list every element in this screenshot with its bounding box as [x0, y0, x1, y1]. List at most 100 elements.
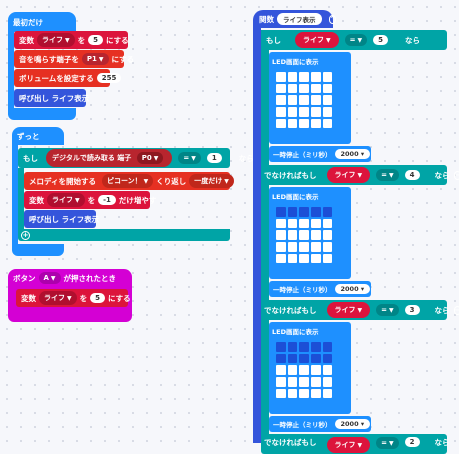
- plus-icon[interactable]: +: [21, 231, 30, 240]
- compare-op-0[interactable]: =▼: [345, 34, 368, 46]
- if-keyword-0: もし: [266, 35, 281, 46]
- pause-block-0[interactable]: 一時停止（ミリ秒） 2000 ▾: [269, 146, 371, 162]
- chevron-down-icon: ▼: [224, 178, 229, 185]
- forever-label: ずっと: [17, 131, 40, 142]
- melody-dropdown-label: ピコーン！: [107, 177, 142, 185]
- read-pin-dropdown[interactable]: P0▼: [137, 152, 164, 164]
- pause-value-0[interactable]: 2000 ▾: [335, 149, 371, 159]
- set-life-block[interactable]: 変数 ライフ▼ を 5 にする: [14, 31, 128, 49]
- var-dropdown[interactable]: ライフ▼: [37, 33, 75, 47]
- change-life-block[interactable]: 変数 ライフ▼ を -1 だけ増やす: [24, 191, 150, 209]
- pause-value-2[interactable]: 2000 ▾: [335, 419, 371, 429]
- if-header-0[interactable]: もし ライフ▼ =▼ 5 なら: [261, 30, 447, 50]
- on-start-hat[interactable]: 最初だけ: [8, 12, 76, 32]
- function-hat[interactable]: 関数 ライフ表示 ⌃: [253, 10, 333, 28]
- volume-value[interactable]: 255: [97, 73, 122, 83]
- sound-pin-suffix: にする: [112, 54, 135, 65]
- show-leds-label-2: LED画面に表示: [272, 325, 318, 337]
- chevron-down-icon: ▼: [358, 37, 363, 44]
- digital-read-label: デジタルで読み取る 端子: [52, 154, 131, 162]
- compare-value[interactable]: 1: [207, 153, 222, 163]
- show-leds-text-1: LED画面に表示: [272, 191, 318, 201]
- melody-dropdown[interactable]: ピコーン！▼: [102, 174, 153, 188]
- forever-call-block[interactable]: 呼び出し ライフ表示: [24, 210, 96, 228]
- button-set-var-prefix: 変数: [21, 293, 36, 304]
- if-header-3[interactable]: でなければもし ライフ▼ =▼ 2 なら: [261, 434, 447, 454]
- remove-branch-icon-1[interactable]: −: [454, 171, 459, 180]
- change-var-dropdown[interactable]: ライフ▼: [47, 193, 85, 207]
- button-set-life-block[interactable]: 変数 ライフ▼ を 5 にする: [16, 289, 128, 307]
- pause-label-2: 一時停止（ミリ秒）: [273, 419, 332, 429]
- change-var-value[interactable]: -1: [98, 195, 116, 205]
- chevron-down-icon: ▼: [65, 37, 70, 44]
- button-suffix: が押されたとき: [64, 273, 117, 284]
- function-label: 関数: [259, 14, 274, 25]
- compare-op-dropdown[interactable]: =▼: [178, 152, 201, 164]
- on-start-foot: [8, 108, 76, 120]
- call-label: 呼び出し ライフ表示: [19, 93, 89, 104]
- var-reporter-3[interactable]: ライフ▼: [327, 437, 371, 453]
- compare-value-3[interactable]: 2: [405, 437, 420, 447]
- if-header-2[interactable]: でなければもし ライフ▼ =▼ 3 なら −: [261, 300, 447, 320]
- compare-value-1[interactable]: 4: [405, 170, 420, 180]
- then-label-0: なら: [405, 35, 420, 46]
- forever-foot: [12, 244, 64, 256]
- var-reporter-label-2: ライフ: [335, 306, 356, 314]
- compare-op-3[interactable]: =▼: [376, 437, 399, 449]
- show-leds-text-2: LED画面に表示: [272, 326, 318, 336]
- show-leds-label-1: LED画面に表示: [272, 190, 318, 202]
- compare-op-2[interactable]: =▼: [376, 304, 399, 316]
- led-grid-1[interactable]: [276, 207, 332, 263]
- chevron-up-icon[interactable]: ⌃: [329, 15, 337, 24]
- set-var-prefix: 変数: [19, 35, 34, 46]
- remove-branch-icon-2[interactable]: −: [454, 306, 459, 315]
- chevron-down-icon: ▼: [389, 307, 394, 314]
- set-var-value[interactable]: 5: [88, 35, 103, 45]
- pause-value-text-0: 2000: [341, 150, 359, 158]
- forever-if-footer: +: [18, 229, 230, 241]
- if-spine: [261, 30, 269, 443]
- button-prefix: ボタン: [13, 273, 36, 284]
- pin-dropdown-label: P1: [87, 55, 97, 63]
- button-dropdown[interactable]: A▼: [39, 272, 61, 284]
- pause-value-1[interactable]: 2000 ▾: [335, 284, 371, 294]
- function-name-field[interactable]: ライフ表示: [277, 13, 322, 25]
- call-life-display-block[interactable]: 呼び出し ライフ表示: [14, 89, 86, 107]
- var-reporter-2[interactable]: ライフ▼: [327, 302, 371, 318]
- button-var-dropdown[interactable]: ライフ▼: [39, 291, 77, 305]
- sound-pin-block[interactable]: 音を鳴らす端子を P1▼ にする: [14, 50, 124, 68]
- forever-hat[interactable]: ずっと: [12, 127, 64, 145]
- volume-block[interactable]: ボリュームを設定する 255: [14, 69, 110, 87]
- on-button-hat[interactable]: ボタン A▼ が押されたとき: [8, 269, 132, 287]
- if-header-1[interactable]: でなければもし ライフ▼ =▼ 4 なら −: [261, 165, 447, 185]
- repeat-dropdown[interactable]: 一度だけ▼: [189, 174, 234, 188]
- function-body: [253, 27, 261, 443]
- chevron-down-icon: ▼: [358, 307, 363, 314]
- led-grid-2[interactable]: [276, 342, 332, 398]
- compare-value-2[interactable]: 3: [405, 305, 420, 315]
- button-set-var-value[interactable]: 5: [90, 293, 105, 303]
- chevron-down-icon: ▼: [358, 172, 363, 179]
- set-var-suffix: にする: [106, 35, 129, 46]
- then-label-1: なら: [435, 170, 450, 181]
- pause-block-1[interactable]: 一時停止（ミリ秒） 2000 ▾: [269, 281, 371, 297]
- then-label-2: なら: [435, 305, 450, 316]
- set-var-to: を: [78, 35, 86, 46]
- melody-block[interactable]: メロディを開始する ピコーン！▼ くり返し 一度だけ▼: [24, 172, 230, 190]
- var-reporter-1[interactable]: ライフ▼: [327, 167, 371, 183]
- led-grid-0[interactable]: [276, 72, 332, 128]
- pause-block-2[interactable]: 一時停止（ミリ秒） 2000 ▾: [269, 416, 371, 432]
- var-reporter-0[interactable]: ライフ▼: [295, 32, 339, 48]
- if-keyword-2: でなければもし: [264, 305, 317, 316]
- compare-op-label-0: =: [350, 36, 356, 44]
- digital-read-block[interactable]: デジタルで読み取る 端子 P0▼: [46, 149, 172, 167]
- compare-op-1[interactable]: =▼: [376, 169, 399, 181]
- compare-value-0[interactable]: 5: [373, 35, 388, 45]
- pause-label-1: 一時停止（ミリ秒）: [273, 284, 332, 294]
- read-pin-label: P0: [142, 154, 152, 162]
- chevron-down-icon: ▼: [99, 56, 104, 63]
- on-start-label: 最初だけ: [13, 17, 43, 28]
- pin-dropdown[interactable]: P1▼: [82, 53, 109, 65]
- forever-if-block[interactable]: もし デジタルで読み取る 端子 P0▼ =▼ 1 なら: [18, 148, 230, 168]
- button-var-dropdown-label: ライフ: [44, 294, 65, 302]
